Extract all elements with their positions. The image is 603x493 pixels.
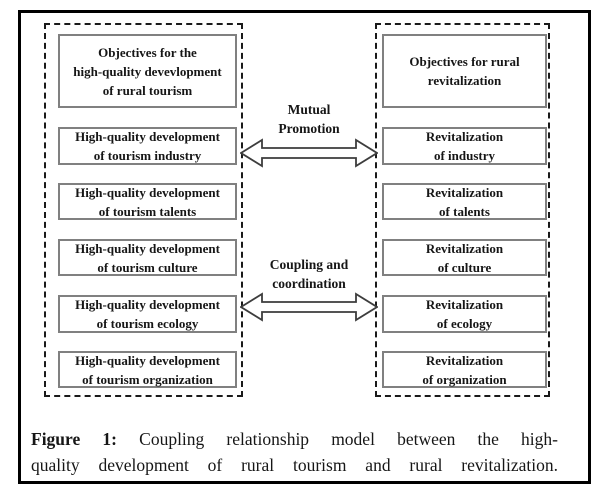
node-text-line: of organization — [422, 371, 507, 387]
figure-frame — [18, 10, 591, 484]
node-text-line: high-quality devevlopment — [73, 63, 222, 79]
node-text-line: of talents — [439, 203, 490, 219]
double-arrow-icon — [240, 292, 378, 322]
connector-label-line: Mutual — [287, 102, 331, 117]
figure-caption: Figure 1: Coupling relationship model be… — [31, 426, 558, 478]
node-text-line: Revitalization — [425, 184, 504, 200]
node-text-line: of industry — [433, 148, 496, 163]
rural-tourism-panel — [44, 23, 243, 397]
node-objectives-rural-tourism: Objectives for the high-quality devevlop… — [58, 34, 237, 108]
rural-revitalization-panel — [375, 23, 550, 397]
caption-line-1-text: Coupling relationship model between the … — [139, 429, 558, 449]
node-text-line: Revitalization — [425, 297, 504, 312]
node-text-line: High-quality development — [75, 129, 220, 144]
node-text-line: of ecology — [436, 316, 493, 331]
node-tourism-ecology: High-quality development of tourism ecol… — [58, 295, 237, 333]
node-text-line: of tourism talents — [98, 203, 197, 219]
node-revitalization-talents: Revitalization of talents — [382, 183, 547, 220]
coupling-coordination-label: Coupling and coordination — [243, 255, 375, 293]
connector-label-line: coordination — [272, 276, 346, 291]
node-text-line: High-quality development — [75, 184, 220, 200]
node-revitalization-organization: Revitalization of organization — [382, 351, 547, 388]
node-revitalization-industry: Revitalization of industry — [382, 127, 547, 165]
node-text-line: of culture — [437, 259, 492, 275]
node-tourism-organization: High-quality development of tourism orga… — [58, 351, 237, 388]
mutual-promotion-label: Mutual Promotion — [243, 100, 375, 138]
node-tourism-culture: High-quality development of tourism cult… — [58, 239, 237, 276]
node-text-line: High-quality development — [75, 297, 220, 312]
caption-line-1: Figure 1: Coupling relationship model be… — [31, 426, 558, 452]
node-objectives-rural-revitalization: Objectives for rural revitalization — [382, 34, 547, 108]
double-arrow-icon — [240, 138, 378, 168]
node-text-line: Revitalization — [425, 352, 504, 368]
node-text-line: of tourism culture — [97, 259, 198, 275]
connector-label-line: Promotion — [278, 121, 340, 136]
node-text-line: of rural tourism — [102, 82, 193, 98]
node-text-line: of tourism ecology — [96, 316, 199, 331]
node-revitalization-culture: Revitalization of culture — [382, 239, 547, 276]
caption-figure-label: Figure 1: — [31, 429, 117, 449]
node-text-line: of tourism industry — [93, 148, 202, 163]
caption-line-2: quality development of rural tourism and… — [31, 455, 558, 475]
node-text-line: Objectives for rural — [409, 54, 520, 69]
node-text-line: Revitalization — [425, 240, 504, 256]
node-revitalization-ecology: Revitalization of ecology — [382, 295, 547, 333]
node-text-line: Revitalization — [425, 129, 504, 144]
node-text-line: High-quality development — [75, 240, 220, 256]
node-tourism-industry: High-quality development of tourism indu… — [58, 127, 237, 165]
node-tourism-talents: High-quality development of tourism tale… — [58, 183, 237, 220]
node-text-line: of tourism organization — [82, 371, 213, 387]
node-text-line: revitalization — [427, 73, 502, 88]
connector-label-line: Coupling and — [269, 257, 349, 272]
node-text-line: High-quality development — [75, 352, 220, 368]
node-text-line: Objectives for the — [98, 44, 197, 60]
